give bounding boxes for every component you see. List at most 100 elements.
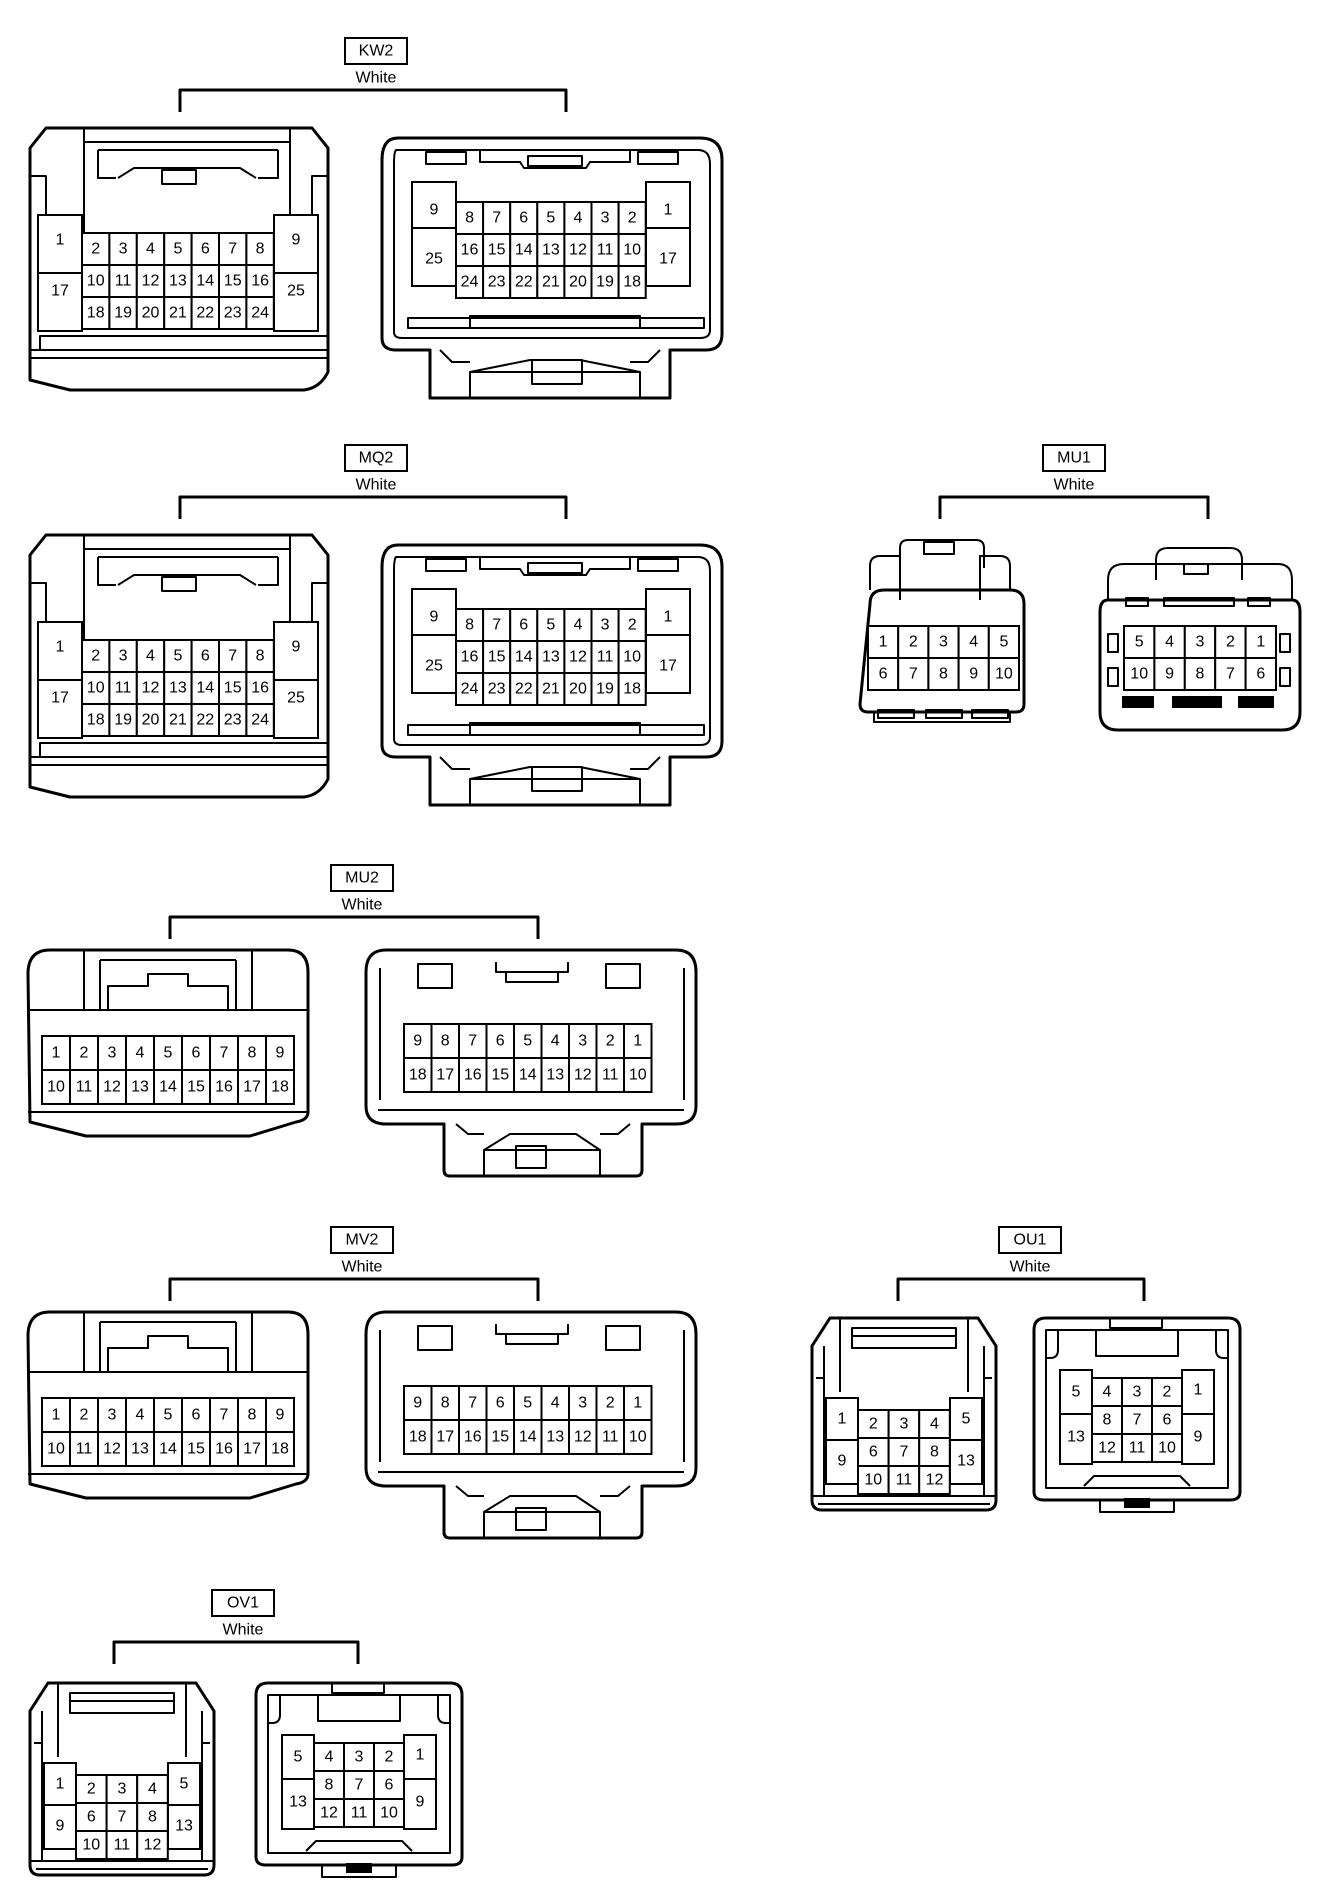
pin-number: 15 [488,649,506,666]
pin-number: 18 [623,274,641,291]
pin-number: 3 [939,634,948,651]
pin-number: 5 [962,1411,971,1428]
pin-cell [313,1798,345,1828]
housing-outline [99,1322,237,1372]
pin-cell [513,1023,543,1059]
housing-outline [26,1310,310,1500]
pin-number: 24 [461,274,479,291]
pin-number: 10 [82,1837,100,1854]
pin-number: 22 [196,305,214,322]
pin-number: 6 [87,1809,96,1826]
housing-outline [483,1133,601,1151]
pin-cell [69,1431,99,1467]
pin-number: 19 [596,274,614,291]
pin-number: 2 [628,617,637,634]
pin-cell [540,1023,570,1059]
pin-cell [125,1431,155,1467]
pin-number: 15 [491,1429,509,1446]
pin-number: 18 [409,1429,427,1446]
housing-detail [417,1325,453,1351]
pin-number: 16 [215,1079,233,1096]
pin-number: 16 [251,273,269,290]
pin-number: 17 [659,251,677,268]
pin-cell [108,264,138,298]
pin-number: 1 [52,1407,61,1424]
housing-outline [28,533,330,799]
pin-cell [237,1035,267,1071]
housing-detail [346,1863,372,1873]
pin-number: 2 [606,1395,615,1412]
pin-number: 8 [256,241,265,258]
housing-detail [1125,597,1149,607]
pin-number: 7 [228,648,237,665]
pin-number: 13 [1067,1429,1085,1446]
pin-number: 3 [117,1781,126,1798]
pin-number: 1 [1256,634,1265,651]
pin-number: 10 [995,666,1013,683]
pin-number: 2 [385,1749,394,1766]
pin-cell [485,1057,515,1093]
pin-cell [536,265,566,299]
pin-number: 10 [1158,1440,1176,1457]
pin-number: 6 [519,617,528,634]
housing-detail [515,1145,547,1169]
pin-number: 23 [224,305,242,322]
housing-detail [1163,597,1235,607]
housing-detail [1124,1498,1150,1508]
pin-number: 3 [1196,634,1205,651]
pin-number: 17 [51,690,69,707]
connector-bracket [178,88,568,112]
housing-detail [637,151,679,165]
pin-number: 2 [909,634,918,651]
pin-cell [343,1798,375,1828]
connector-bracket [938,495,1210,519]
housing-detail [1238,696,1274,708]
pin-number: 10 [47,1441,65,1458]
pin-cell [245,296,275,330]
pin-number: 9 [430,202,439,219]
pin-number: 3 [108,1045,117,1062]
pin-number: 7 [1226,666,1235,683]
housing-outline [455,1485,631,1497]
pin-number: 18 [271,1441,289,1458]
pin-cell [1091,1433,1123,1463]
pin-number: 12 [320,1805,338,1822]
pin-cell [245,703,275,737]
pin-number: 5 [173,241,182,258]
pin-cell [281,1778,315,1830]
pin-number: 6 [201,241,210,258]
pin-number: 11 [76,1441,93,1458]
connector-id: MQ2 [359,450,394,467]
housing-detail [469,315,641,329]
pin-number: 2 [80,1045,89,1062]
connector-bracket [112,1640,360,1664]
pin-number: 2 [1226,634,1235,651]
pin-cell [373,1798,405,1828]
pin-number: 13 [131,1441,149,1458]
housing-outline [30,1860,214,1870]
pin-number: 14 [515,649,533,666]
housing-detail [39,742,329,758]
pin-cell [75,1774,108,1804]
pin-number: 11 [114,1837,131,1854]
connector-id: OV1 [227,1595,259,1612]
pin-cell [617,672,647,706]
connector-color: White [223,1622,264,1639]
pin-cell [623,1023,653,1059]
pin-cell [411,634,457,694]
pin-cell [430,1057,460,1093]
housing-detail [161,169,197,185]
pin-number: 1 [1194,1382,1203,1399]
housing-outline [379,1330,685,1462]
housing-detail [1172,696,1222,708]
housing-outline [810,1316,998,1512]
connector-color: White [342,897,383,914]
housing-outline [455,1123,631,1135]
pin-number: 5 [1072,1384,1081,1401]
pin-number: 7 [468,1033,477,1050]
pin-number: 1 [664,202,673,219]
